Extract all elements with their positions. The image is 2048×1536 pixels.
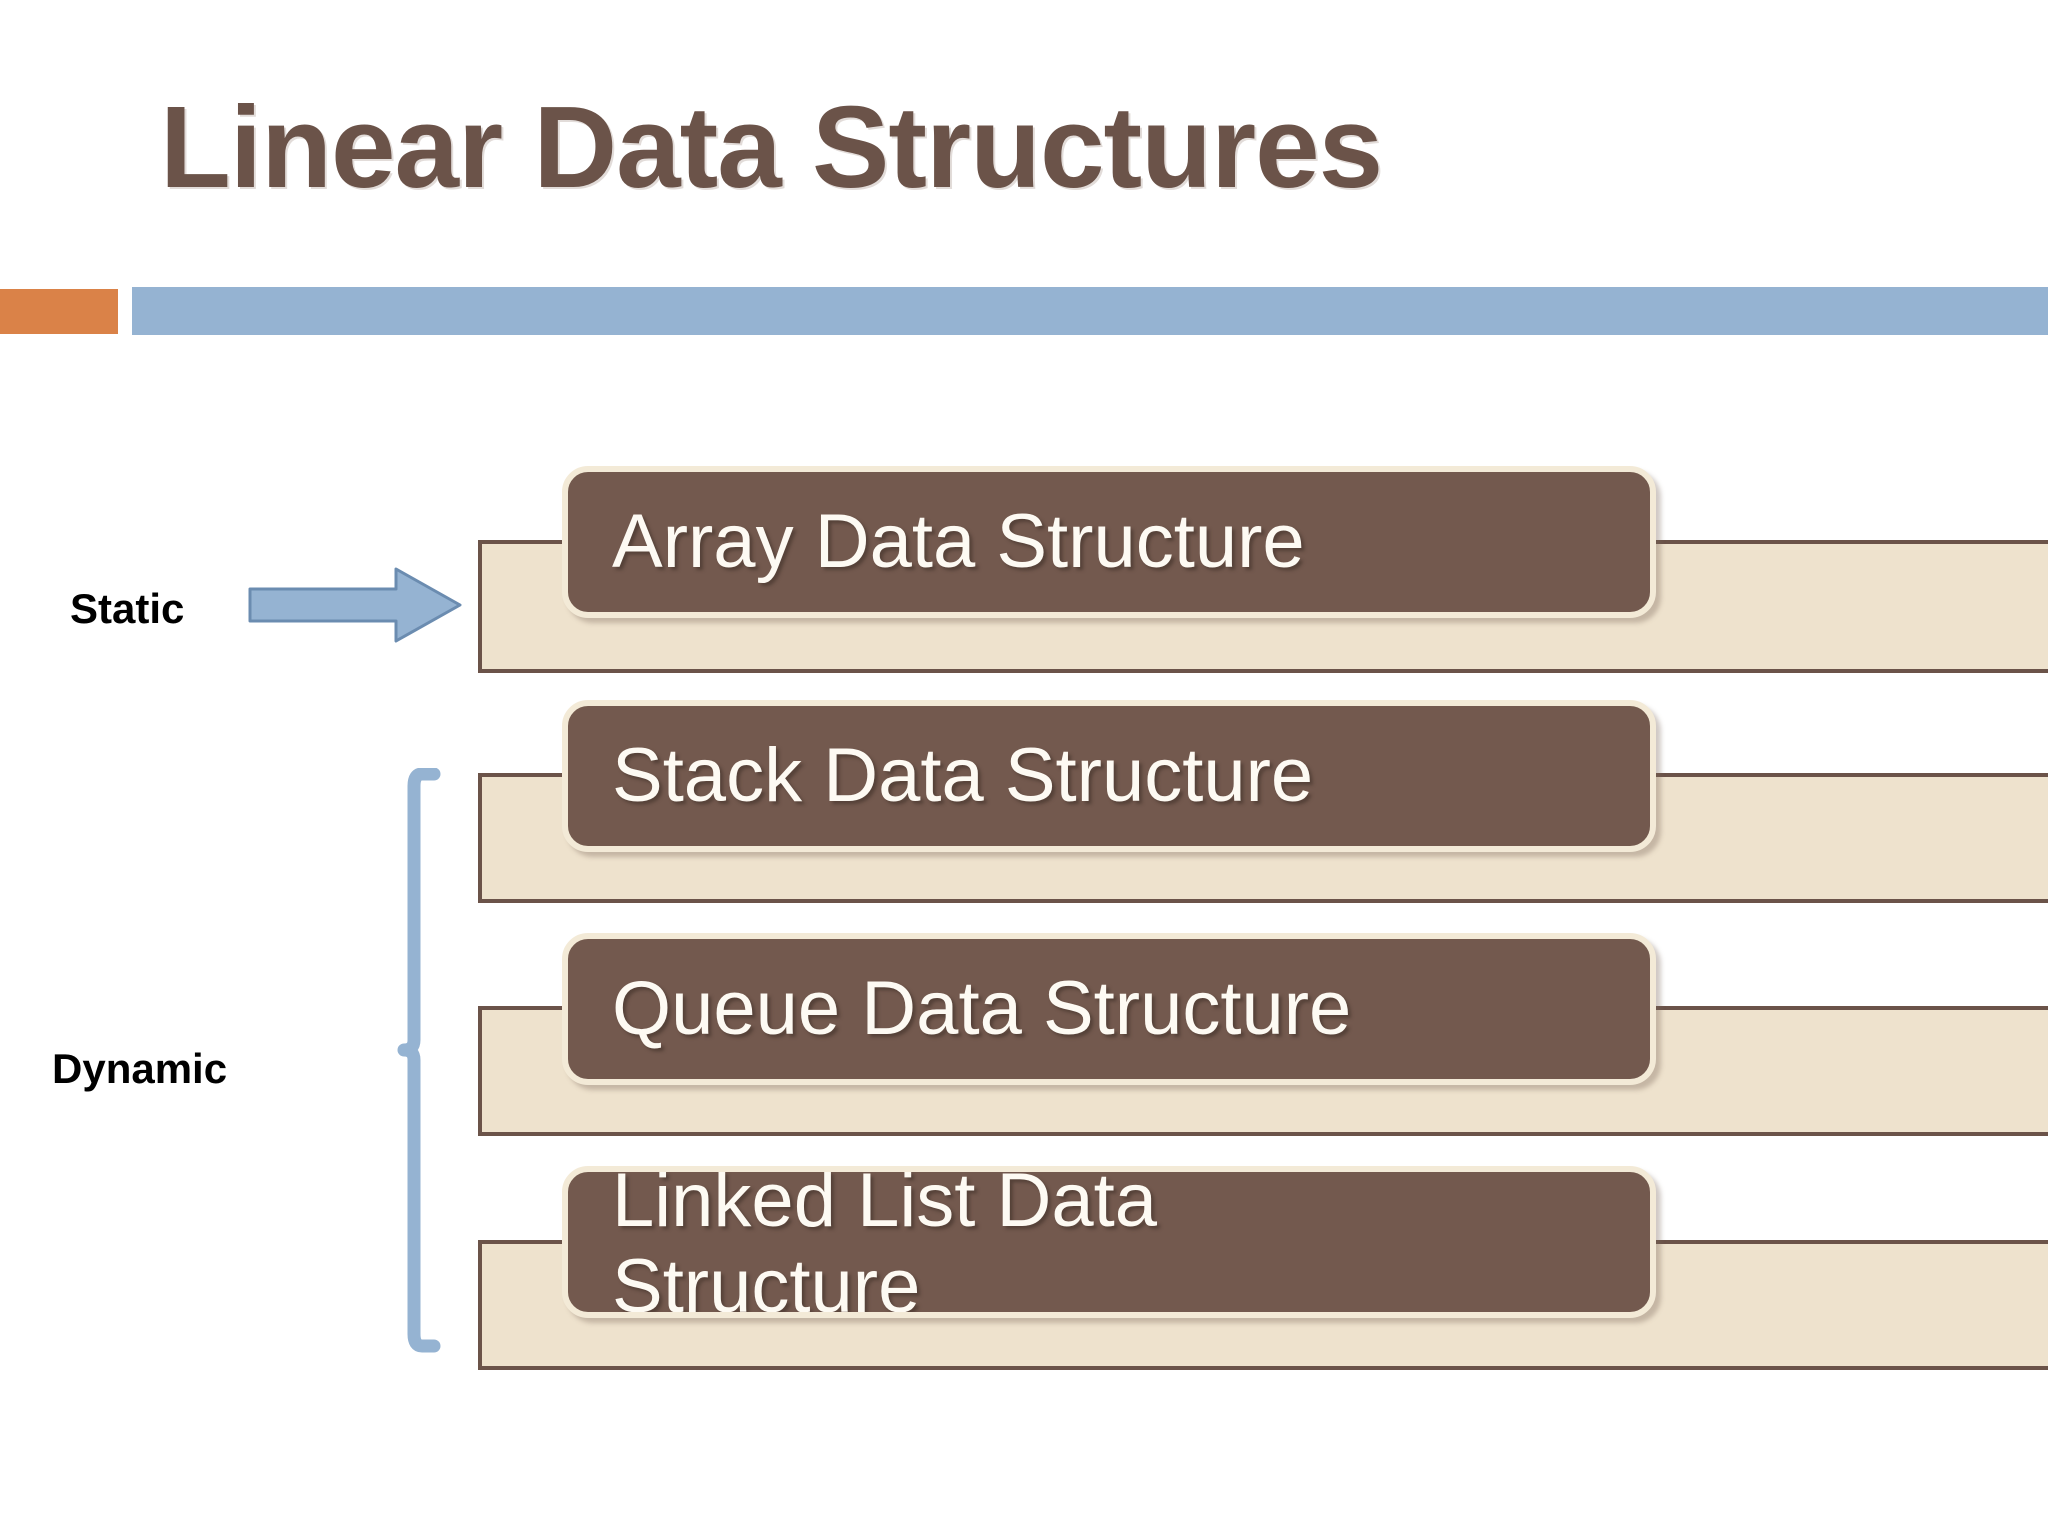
- category-label-dynamic: Dynamic: [52, 1045, 228, 1092]
- divider-accent-blue: [132, 287, 2048, 335]
- item-label: Stack Data Structure: [612, 733, 1314, 818]
- dynamic-brace-icon: [388, 767, 448, 1358]
- category-label-static: Static: [70, 585, 185, 632]
- item-label: Linked List Data Structure: [612, 1166, 1157, 1318]
- page-title: Linear Data Structures: [160, 82, 1383, 212]
- divider-accent-orange: [0, 289, 118, 334]
- item-box-array[interactable]: Array Data Structure: [562, 466, 1656, 618]
- item-box-stack[interactable]: Stack Data Structure: [562, 700, 1656, 852]
- item-box-queue[interactable]: Queue Data Structure: [562, 933, 1656, 1085]
- item-label: Queue Data Structure: [612, 966, 1352, 1051]
- static-arrow-icon: [248, 565, 462, 645]
- item-box-linked-list[interactable]: Linked List Data Structure: [562, 1166, 1656, 1318]
- item-label: Array Data Structure: [612, 499, 1305, 584]
